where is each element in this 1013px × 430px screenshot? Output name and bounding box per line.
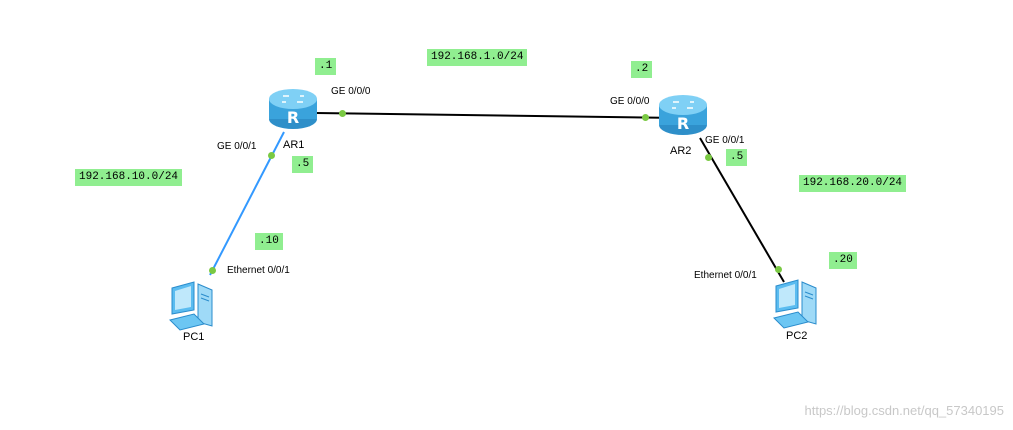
port-dot-pc2-eth bbox=[775, 266, 782, 273]
port-dot-pc1-eth bbox=[209, 267, 216, 274]
device-label-ar2: AR2 bbox=[670, 145, 692, 157]
host-id-ar1-ge001: .5 bbox=[292, 156, 314, 173]
pc-icon[interactable] bbox=[772, 278, 826, 330]
port-label-ar2-ge001: GE 0/0/1 bbox=[705, 135, 745, 146]
host-id-ar2-ge001: .5 bbox=[726, 149, 748, 166]
device-label-ar1: AR1 bbox=[283, 139, 305, 151]
network-label-ar2-pc2: 192.168.20.0/24 bbox=[799, 175, 907, 192]
network-label-ar1-pc1: 192.168.10.0/24 bbox=[75, 169, 183, 186]
host-id-pc2: .20 bbox=[829, 252, 857, 269]
port-label-ar1-ge000: GE 0/0/0 bbox=[331, 86, 371, 97]
pc-icon[interactable] bbox=[168, 280, 222, 332]
host-id-ar2-ge000: .2 bbox=[631, 61, 653, 78]
port-label-pc2-eth: Ethernet 0/0/1 bbox=[694, 270, 757, 281]
port-dot-ar1-ge001 bbox=[268, 152, 275, 159]
device-label-pc1: PC1 bbox=[183, 331, 205, 343]
link-ar2-pc2[interactable] bbox=[699, 137, 785, 283]
router-icon[interactable]: R bbox=[268, 86, 318, 130]
link-ar1-ar2[interactable] bbox=[315, 112, 681, 119]
port-label-ar2-ge000: GE 0/0/0 bbox=[610, 96, 650, 107]
port-dot-ar2-ge001 bbox=[705, 154, 712, 161]
port-dot-ar1-ge000 bbox=[339, 110, 346, 117]
device-label-pc2: PC2 bbox=[786, 330, 808, 342]
router-glyph: R bbox=[677, 114, 689, 133]
host-id-ar1-ge000: .1 bbox=[315, 58, 337, 75]
port-dot-ar2-ge000 bbox=[642, 114, 649, 121]
router-icon[interactable]: R bbox=[658, 92, 708, 136]
port-label-ar1-ge001: GE 0/0/1 bbox=[217, 141, 257, 152]
router-glyph: R bbox=[287, 108, 299, 127]
port-label-pc1-eth: Ethernet 0/0/1 bbox=[227, 265, 290, 276]
watermark-text: https://blog.csdn.net/qq_57340195 bbox=[804, 403, 1005, 418]
host-id-pc1: .10 bbox=[255, 233, 283, 250]
network-label-ar1-ar2: 192.168.1.0/24 bbox=[427, 49, 528, 66]
